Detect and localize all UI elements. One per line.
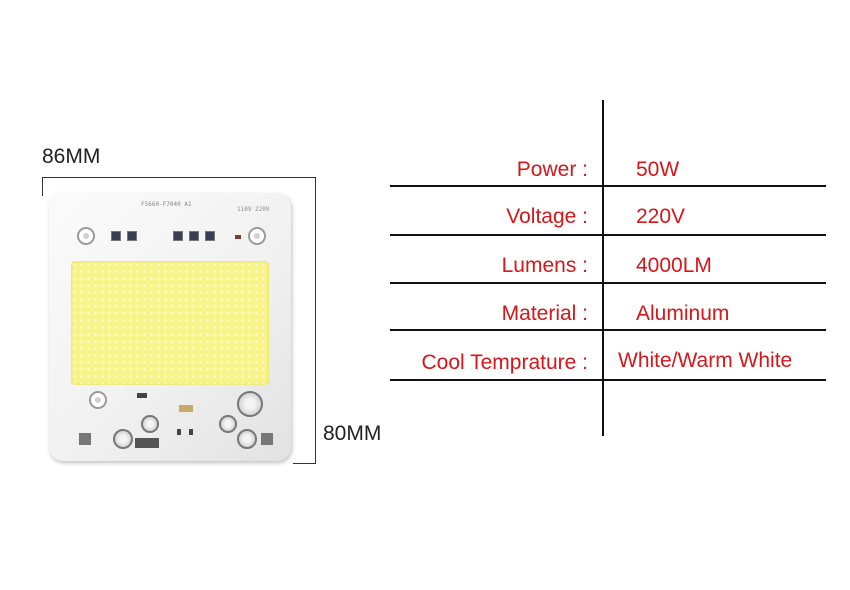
spec-table-rule — [390, 379, 826, 381]
spec-value-power: 50W — [636, 158, 680, 181]
smd-component — [177, 429, 181, 435]
terminal-screw — [113, 429, 133, 449]
solder-pad — [173, 231, 183, 241]
spec-label-material: Material : — [501, 302, 588, 325]
spec-table-divider-vertical — [602, 100, 604, 436]
spec-value-color-temperature: White/Warm White — [618, 349, 793, 372]
smd-component — [137, 393, 147, 398]
terminal-pad — [261, 433, 273, 445]
board-print-voltage: 110V 220V — [237, 206, 270, 213]
spec-label-voltage: Voltage : — [506, 205, 588, 228]
cob-led-board: F5660-F7040 A1 110V 220V — [49, 193, 291, 461]
spec-value-material: Aluminum — [636, 302, 730, 325]
spec-table-rule — [390, 234, 826, 236]
spec-label-color-temperature: Cool Temprature : — [421, 351, 588, 374]
terminal-screw — [141, 415, 159, 433]
height-dimension-line — [315, 177, 316, 464]
spec-table-rule — [390, 329, 826, 331]
width-dimension-label: 86MM — [42, 145, 101, 168]
spec-table-rule — [390, 185, 826, 187]
mount-hole-top-right — [248, 227, 266, 245]
solder-pad — [189, 231, 199, 241]
width-dimension-tick-left — [42, 177, 43, 196]
mount-hole-bottom-left — [89, 391, 107, 409]
spec-value-lumens: 4000LM — [636, 254, 712, 277]
board-print-model: F5660-F7040 A1 — [141, 201, 192, 208]
solder-pad — [127, 231, 137, 241]
height-dimension-label: 80MM — [323, 422, 382, 445]
led-emitter-area — [71, 261, 269, 385]
width-dimension-line — [42, 177, 316, 178]
terminal-pad — [79, 433, 91, 445]
height-dimension-tick-bottom — [293, 463, 316, 464]
ic-chip — [135, 438, 159, 448]
resistor-component — [235, 235, 241, 239]
thermal-sensor — [237, 391, 263, 417]
mount-hole-top-left — [77, 227, 95, 245]
solder-pad — [111, 231, 121, 241]
spec-label-power: Power : — [516, 158, 588, 181]
terminal-screw — [237, 429, 257, 449]
spec-table-rule — [390, 282, 826, 284]
spec-value-voltage: 220V — [636, 205, 686, 228]
solder-pad — [205, 231, 215, 241]
terminal-screw — [219, 415, 237, 433]
spec-label-lumens: Lumens : — [501, 254, 588, 277]
fuse-component — [179, 405, 193, 412]
smd-component — [189, 429, 193, 435]
